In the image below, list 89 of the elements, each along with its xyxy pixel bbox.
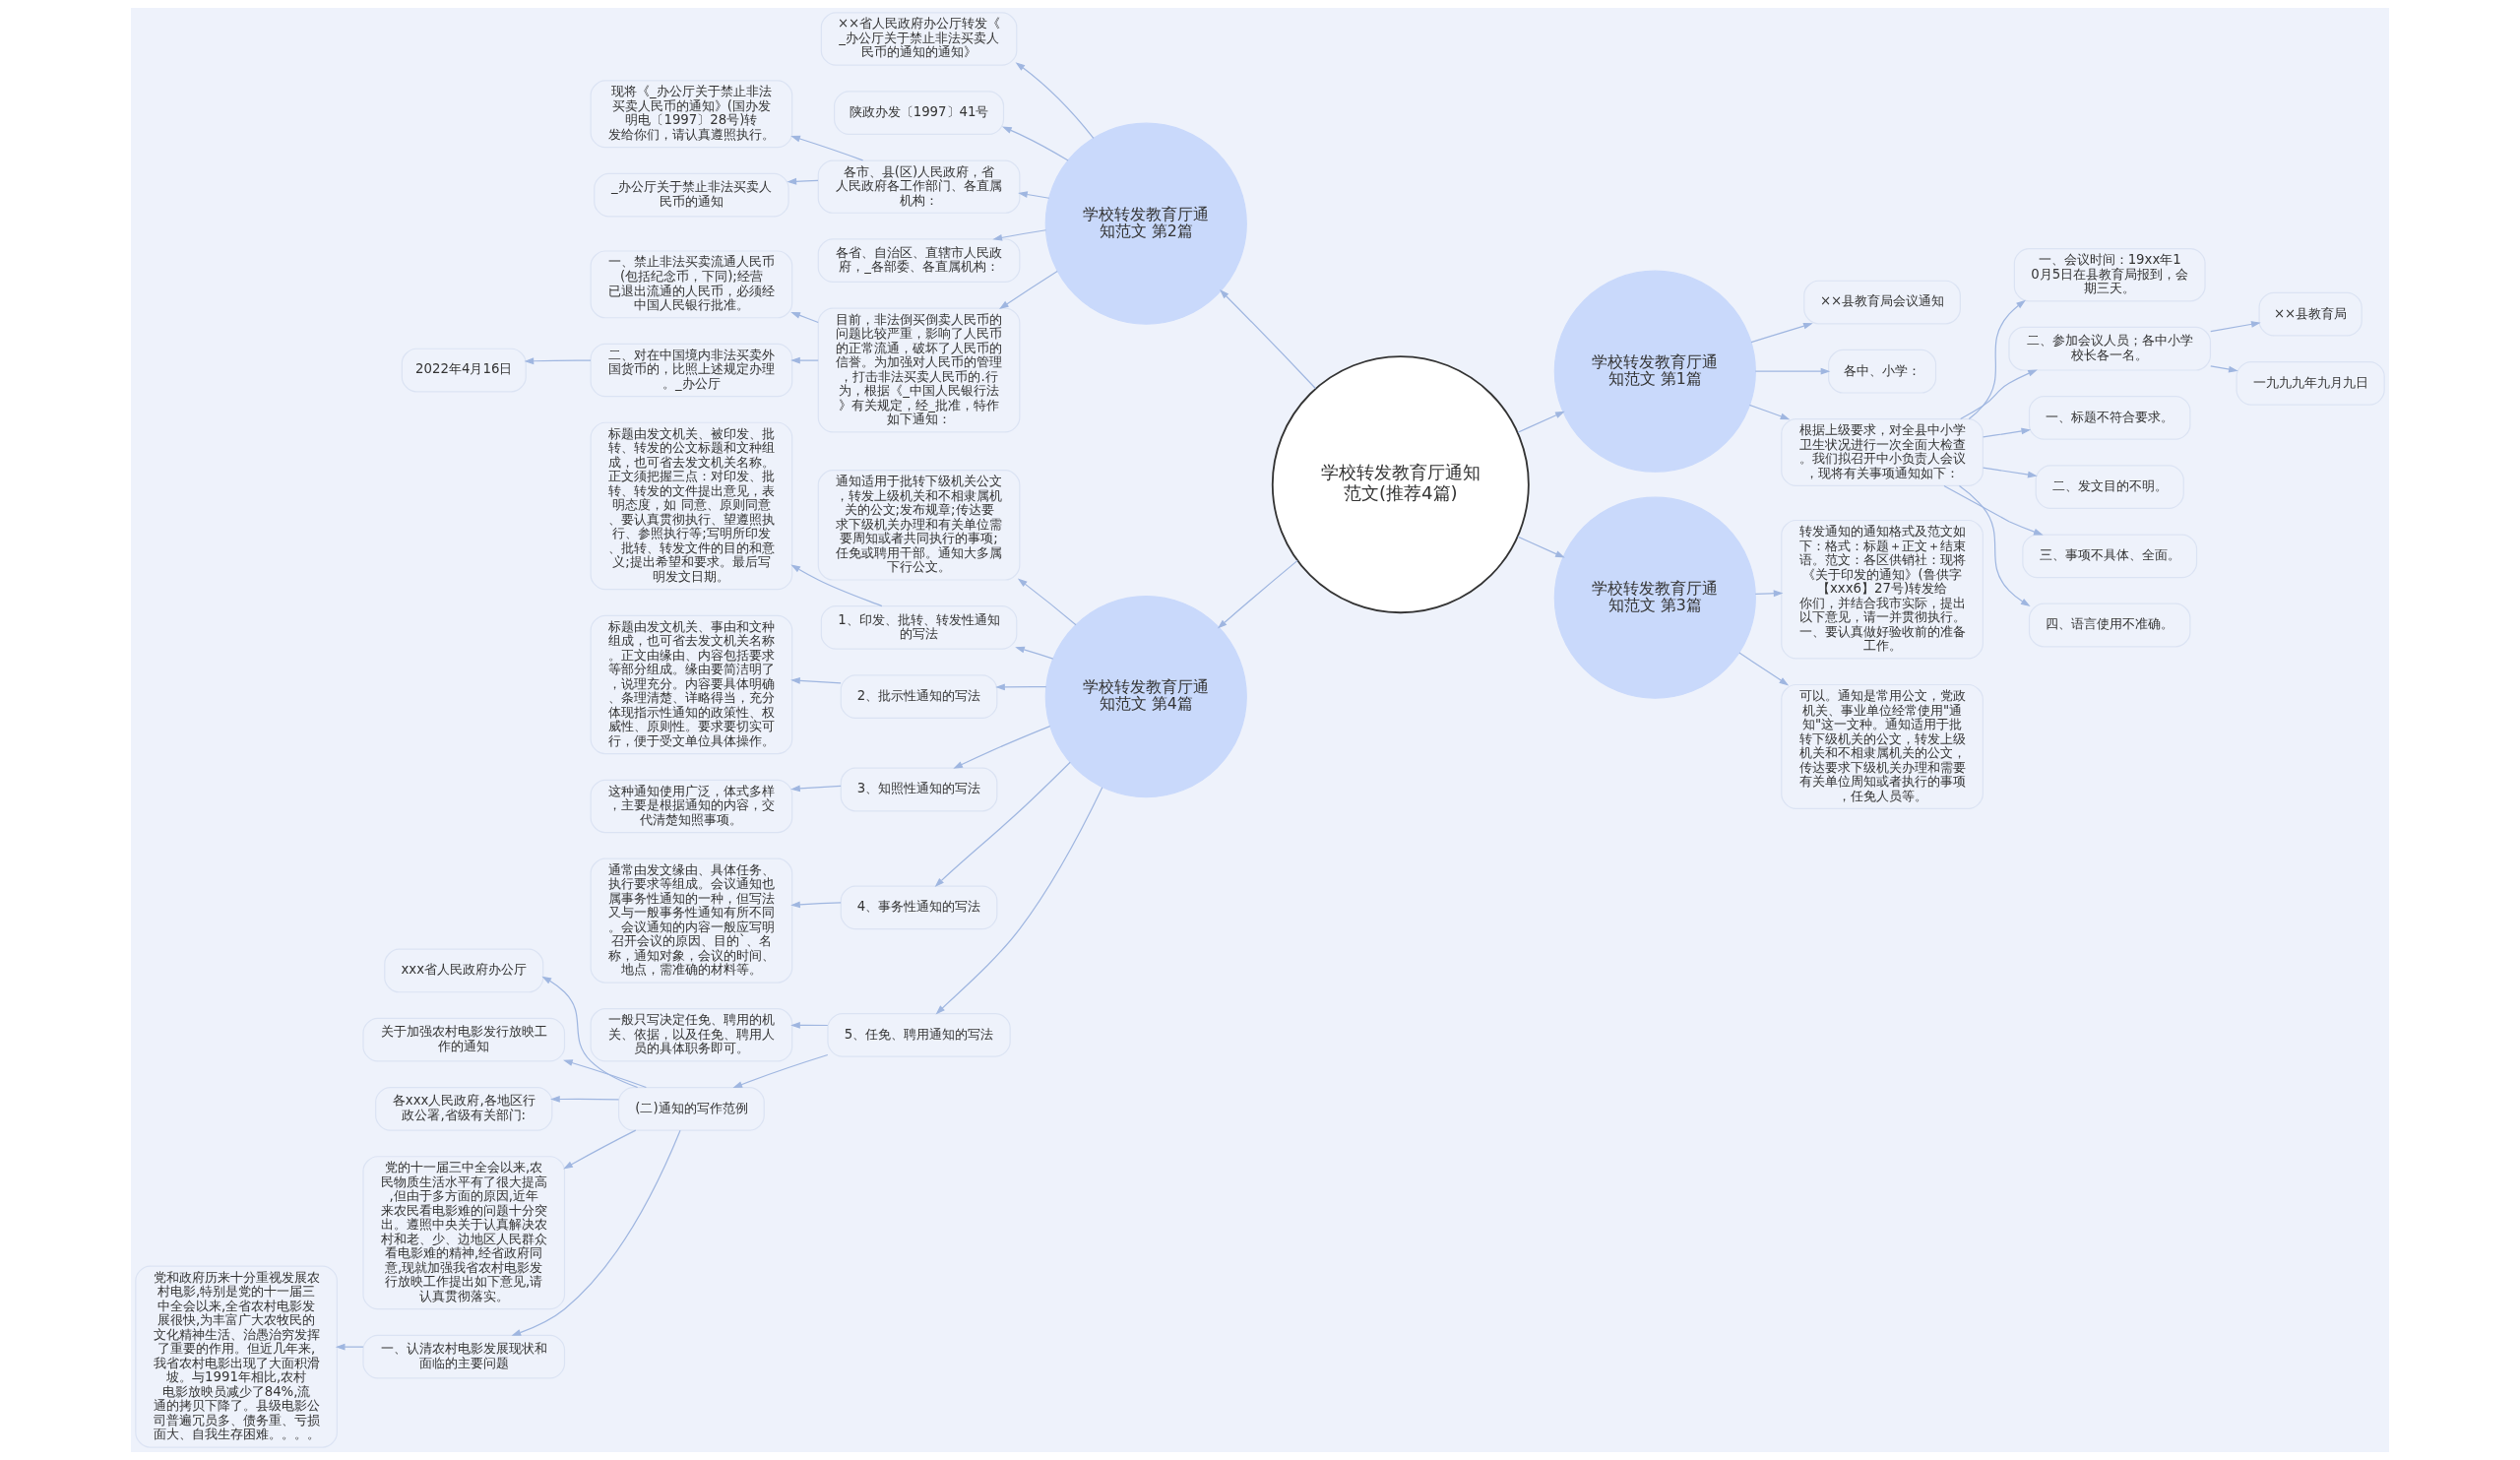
- arrow: [992, 229, 1047, 241]
- arrow: [935, 787, 1103, 1015]
- arrow: [1748, 404, 1791, 420]
- node-box: ××县教育局会议通知: [1803, 280, 1961, 325]
- arrow: [790, 1021, 829, 1029]
- arrow: [790, 135, 864, 161]
- node-box: ××省人民政府办公厅转发《_办公厅关于禁止非法买卖人民币的通知的通知》: [820, 12, 1018, 66]
- node-circle: 学校转发教育厅通知范文(推荐4篇): [1271, 355, 1530, 614]
- node-box: 根据上级要求，对全县中小学卫生状况进行一次全面大检查。我们拟召开中小负责人会议，现将有关事项通知如下：: [1781, 418, 1984, 486]
- node-box: 二、参加会议人员；各中小学校长各一名。: [2008, 326, 2212, 371]
- node-box: 二、对在中国境内非法买卖外国货币的，比照上述规定办理。_办公厅: [590, 343, 793, 398]
- node-circle: 学校转发教育厅通知范文 第4篇: [1044, 596, 1247, 798]
- node-box: 各省、自治区、直辖市人民政府，_各部委、各直属机构：: [817, 238, 1021, 284]
- node-box: 一、会议时间：19xx年10月5日在县教育局报到，会期三天。: [2013, 247, 2206, 302]
- arrow: [790, 785, 842, 793]
- arrow: [995, 683, 1047, 691]
- node-box: 转发通知的通知格式及范文如下：格式：标题＋正文＋结束语。范文：各区供销社：现将《关于印发的通知》(鲁供字【xxx6】27号)转发给你们，并结合我市实际，提出以下意见，请一并贯彻执行。一、要认真做好验收前的准备工作。: [1781, 519, 1984, 660]
- node-box: 标题由发文机关、事由和文种组成，也可省去发文机关名称。正文由缘由、内容包括要求等部分组成。缘由要简洁明了，说理充分。内容要具体明确、条理清楚、详略得当，充分体现指示性通知的政策性、权威性、原则性。要求要切实可行，便于受文单位具体操作。: [590, 614, 793, 755]
- arrow: [541, 976, 639, 1089]
- node-box: 2022年4月16日: [401, 348, 527, 393]
- arrow: [790, 564, 883, 607]
- node-box: 目前，非法倒买倒卖人民币的问题比较严重，影响了人民币的正常流通，破坏了人民币的信誉。为加强对人民币的管理，打击非法买卖人民币的.行为，根据《_中国人民银行法》有关规定，经_批准，特作如下通知：: [817, 307, 1021, 433]
- arrow: [2210, 365, 2238, 373]
- arrow: [953, 726, 1051, 769]
- arrow: [790, 676, 842, 684]
- arrow: [2210, 321, 2261, 333]
- arrow: [1015, 646, 1054, 660]
- node-box: 各市、县(区)人民政府，省人民政府各工作部门、各直属机构：: [817, 159, 1021, 214]
- arrow: [1738, 652, 1790, 686]
- node-circle: 学校转发教育厅通知范文 第2篇: [1044, 122, 1247, 325]
- node-box: 党和政府历来十分重视发展农村电影,特别是党的十一届三中全会以来,全省农村电影发展很快,为丰富广大农牧民的文化精神生活、治愚治穷发挥了重要的作用。但近几年来,我省农村电影出现了大面积滑坡。与1991年相比,农村电影放映员减少了84%,流通的拷贝下降了。县级电影公司普遍冗员多、债务重、亏损面大、自我生存困难。。。。: [135, 1265, 338, 1448]
- arrow: [1983, 427, 2032, 438]
- node-box: 各中、小学：: [1828, 349, 1937, 394]
- arrow: [1018, 191, 1050, 199]
- node-box: 四、语言使用不准确。: [2028, 603, 2191, 648]
- node-box: 各xxx人民政府,各地区行政公署,省级有关部门:: [375, 1086, 553, 1131]
- arrow: [790, 901, 842, 909]
- node-box: 3、知照性通知的写法: [840, 767, 998, 812]
- node-box: _办公厅关于禁止非法买卖人民币的通知: [594, 172, 789, 218]
- node-box: 一般只写决定任免、聘用的机关、依据，以及任免、聘用人员的具体职务即可。: [590, 1008, 793, 1062]
- node-box: (二)通知的写作范例: [617, 1086, 765, 1131]
- arrow: [1015, 62, 1095, 139]
- arrow: [790, 356, 819, 364]
- arrow: [1017, 578, 1077, 626]
- arrow: [524, 357, 592, 365]
- node-box: ××县教育局: [2258, 291, 2362, 337]
- arrow: [1958, 484, 2031, 606]
- arrow: [563, 1129, 637, 1170]
- node-box: 1、印发、批转、转发性通知的写法: [820, 605, 1018, 650]
- arrow: [1754, 590, 1784, 598]
- arrow: [1517, 411, 1565, 433]
- node-box: 现将《_办公厅关于禁止非法买卖人民币的通知》(国办发明电〔1997〕28号)转发给你们，请认真遵照执行。: [590, 80, 793, 149]
- node-box: 2、批示性通知的写法: [840, 674, 998, 719]
- node-box: 三、事项不具体、全面。: [2022, 534, 2198, 579]
- arrow: [1517, 536, 1565, 558]
- node-box: 标题由发文机关、被印发、批转、转发的公文标题和文种组成，也可省去发文机关名称。正文须把握三点：对印发、批转、转发的文件提出意见，表明态度，如 同意、原则同意、要认真贯彻执行、望遵照执行、参照执行等;写明所印发、批转、转发文件的目的和意义;提出希望和要求。最后写明发文日期。: [590, 421, 793, 591]
- arrow: [1968, 299, 2026, 420]
- node-box: 陕政办发〔1997〕41号: [834, 91, 1005, 135]
- arrow: [550, 1096, 620, 1103]
- arrow: [1943, 484, 2044, 536]
- node-box: 党的十一届三中全会以来,农民物质生活水平有了很大提高,但由于多方面的原因,近年来农民看电影难的问题十分突出。遵照中央关于认真解决农村和老、少、边地区人民群众看电影难的精神,经省政府同意,现就加强我省农村电影发行放映工作提出如下意见,请认真贯彻落实。: [362, 1156, 566, 1310]
- node-box: 可以。通知是常用公文，党政机关、事业单位经常使用"通知"这一文种。通知适用于批转下级机关的公文，转发上级机关和不相隶属机关的公文，传达要求下级机关办理和需要有关单位周知或者执行的事项，任免人员等。: [1781, 683, 1984, 809]
- node-box: 这种通知使用广泛，体式多样，主要是根据通知的内容，交代清楚知照事项。: [590, 779, 793, 834]
- node-box: 一、标题不符合要求。: [2028, 396, 2191, 440]
- arrow: [999, 270, 1058, 310]
- arrow: [335, 1343, 364, 1351]
- node-box: 一、禁止非法买卖流通人民币(包括纪念币，下同);经营已退出流通的人民币，必须经中国人民银行批准。: [590, 250, 793, 319]
- arrow: [732, 1053, 829, 1089]
- node-box: 5、任免、聘用通知的写法: [827, 1012, 1011, 1057]
- arrow: [511, 1129, 681, 1336]
- node-box: 通知适用于批转下级机关公文，转发上级机关和不相隶属机关的公文;发布规章;传达要求下级机关办理和有关单位需要周知或者共同执行的事项;任免或聘用干部。通知大多属下行公文。: [817, 470, 1021, 581]
- node-box: 二、发文目的不明。: [2035, 465, 2184, 509]
- arrow: [1217, 559, 1298, 629]
- arrow: [1001, 126, 1069, 161]
- arrow: [1219, 289, 1316, 390]
- node-box: 一九九九年九月九日: [2236, 360, 2385, 406]
- arrow: [787, 177, 819, 185]
- arrow: [934, 761, 1071, 888]
- arrow: [1960, 369, 2038, 420]
- node-box: 4、事务性通知的写法: [840, 885, 998, 930]
- node-box: 一、认清农村电影发展现状和面临的主要问题: [362, 1334, 566, 1379]
- node-box: xxx省人民政府办公厅: [384, 948, 544, 993]
- arrow: [1754, 367, 1831, 375]
- arrow: [1983, 467, 2038, 478]
- arrow: [790, 311, 819, 324]
- arrow: [1750, 322, 1813, 344]
- arrow: [563, 1059, 647, 1089]
- node-box: 关于加强农村电影发行放映工作的通知: [362, 1017, 566, 1062]
- node-box: 通常由发文缘由、具体任务、执行要求等组成。会议通知也属事务性通知的一种，但写法又与一般事务性通知有所不同。会议通知的内容一般应写明召开会议的原因、目的`、名称，通知对象，会议的时间、地点，需准确的材料等。: [590, 857, 793, 984]
